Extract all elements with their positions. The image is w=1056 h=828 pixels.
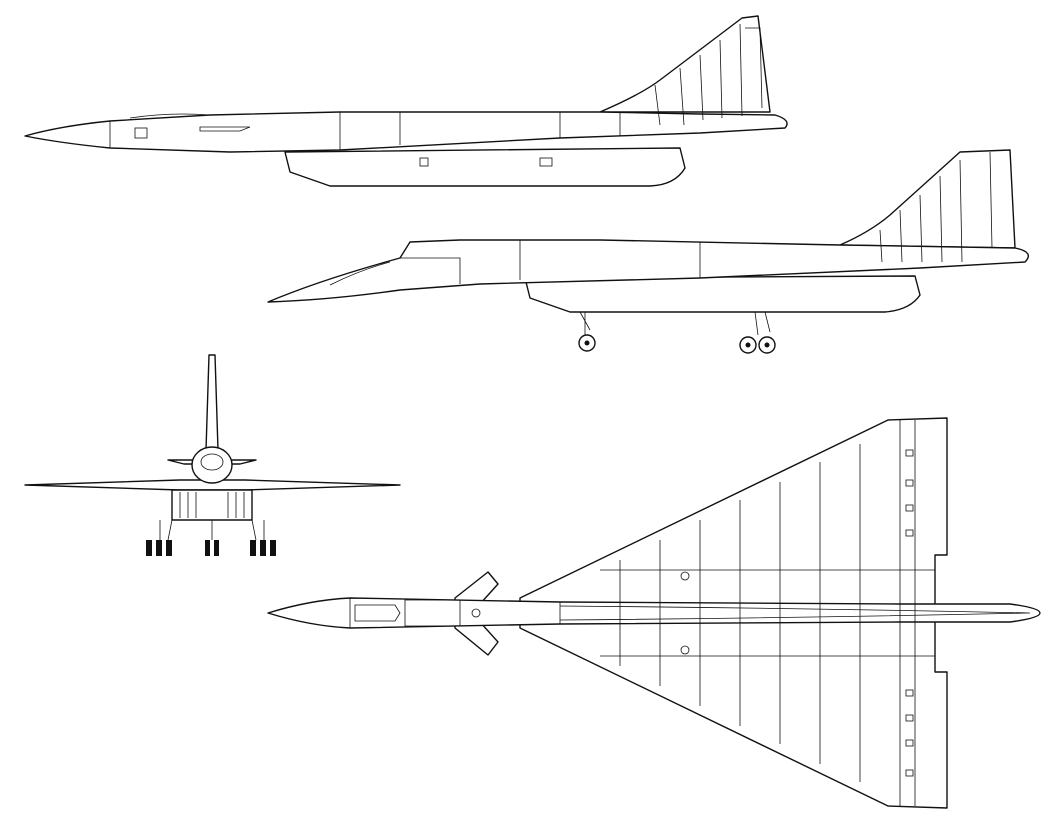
- landing-gear: [146, 519, 276, 556]
- engine-nacelle: [284, 147, 686, 187]
- nose-landing-gear: [578, 311, 596, 352]
- front-view: [24, 354, 401, 556]
- fuselage: [24, 111, 788, 153]
- wing-panels: [680, 449, 914, 777]
- fuselage: [267, 239, 1029, 303]
- tail-fin: [205, 354, 219, 451]
- fuselage-nose: [191, 446, 233, 484]
- tail-fin: [599, 15, 771, 113]
- side-view-landing: [267, 149, 1029, 354]
- top-view: [267, 417, 1041, 809]
- side-view-cruise: [24, 15, 788, 187]
- engine-intake-block: [171, 489, 253, 521]
- fuselage: [267, 597, 1041, 629]
- engine-nacelle: [524, 275, 921, 313]
- main-landing-gear: [739, 311, 776, 354]
- tail-fin: [839, 149, 1016, 249]
